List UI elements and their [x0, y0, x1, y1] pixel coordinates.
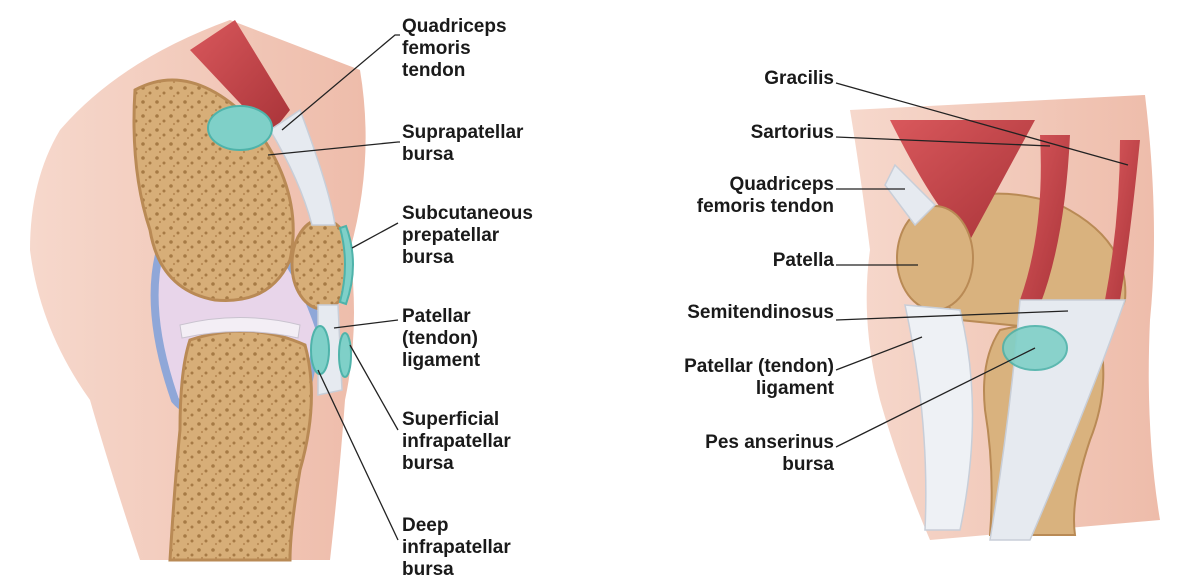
leader-superficial-infrapatellar-bursa [350, 345, 398, 430]
label-patella: Patella [773, 250, 834, 272]
right-patella [897, 206, 973, 310]
left-suprapatellar-bursa [208, 106, 272, 150]
label-pes-anserinus-bursa: Pes anserinus bursa [705, 432, 834, 476]
label-quadriceps-femoris-tendon: Quadriceps femoris tendon [402, 16, 507, 82]
label-gracilis: Gracilis [764, 68, 834, 90]
label-sartorius: Sartorius [751, 122, 834, 144]
label-superficial-infrapatellar-bursa: Superficial infrapatellar bursa [402, 409, 511, 475]
label-suprapatellar-bursa: Suprapatellar bursa [402, 122, 523, 166]
label-subcutaneous-prepatellar-bursa: Subcutaneous prepatellar bursa [402, 203, 533, 269]
left-tibia [170, 331, 311, 560]
label-patellar-tendon-ligament-left: Patellar (tendon) ligament [402, 306, 480, 372]
label-deep-infrapatellar-bursa: Deep infrapatellar bursa [402, 515, 511, 581]
label-semitendinosus: Semitendinosus [687, 302, 834, 324]
label-patellar-tendon-ligament-right: Patellar (tendon) ligament [684, 356, 834, 400]
leader-subcutaneous-prepatellar-bursa [352, 223, 398, 248]
left-deep-infrapatellar-bursa [311, 326, 329, 374]
label-quadriceps-femoris-tendon-right: Quadriceps femoris tendon [697, 174, 834, 218]
left-superficial-infrapatellar-bursa [339, 333, 351, 377]
left-knee-illustration [30, 20, 366, 560]
